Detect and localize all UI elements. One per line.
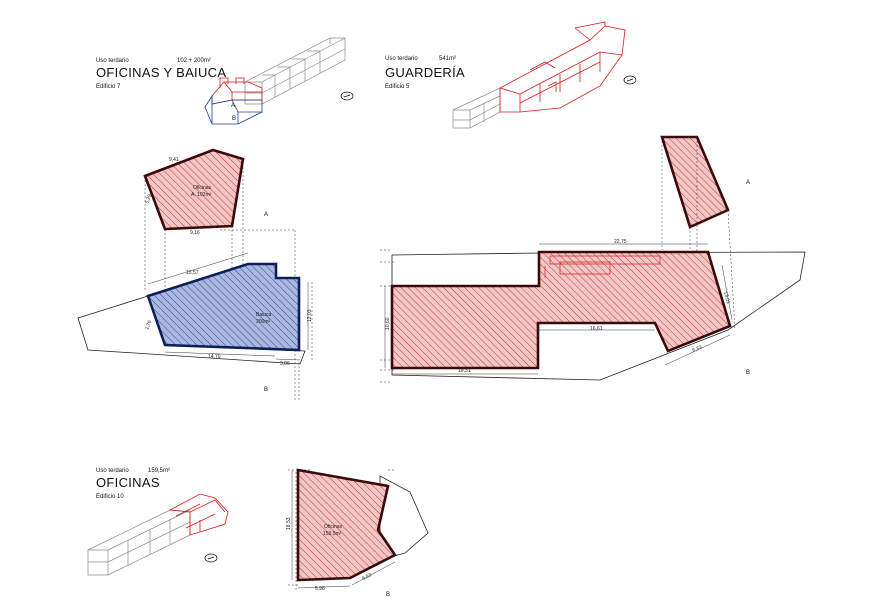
area-label: 159,5m² (148, 468, 170, 474)
building-title: OFICINAS (96, 475, 160, 490)
dim-a-left: 5,29 (144, 193, 153, 204)
plan-oficinas (296, 468, 397, 582)
dimension-lines-1 (147, 252, 309, 361)
plan-a-area: A. 102m² (191, 192, 212, 198)
dim-bottom: 5,98 (315, 586, 325, 592)
plan-b-area: 200m² (256, 319, 271, 325)
plan-label-b: B (386, 592, 390, 598)
dim-right: 13,01 (722, 291, 731, 305)
north-arrow-icon (204, 553, 218, 563)
plan-baiuca-b (146, 262, 301, 352)
iso-label-b: B (232, 116, 236, 122)
plan-label-b: B (746, 370, 750, 376)
dimension-lines-3 (291, 470, 396, 589)
plan-label-a: A (746, 180, 750, 186)
building-number: Edificio 7 (96, 84, 121, 90)
dim-b-right-bottom: 3,06 (280, 361, 290, 367)
projection-lines-1 (144, 159, 313, 400)
plan-oficinas-a (143, 148, 245, 231)
dim-middle: 16,61 (590, 326, 603, 332)
plan-name: Oficinas (324, 524, 343, 530)
plan-guarderia-main (390, 250, 732, 370)
dim-top: 22,75 (614, 239, 627, 245)
dim-b-left: 1,76 (144, 319, 153, 330)
building-number: Edificio 10 (96, 494, 124, 500)
plan-a-name: Oficinas (193, 185, 212, 191)
dim-bottom: 19,31 (458, 368, 471, 374)
use-label: Uso terdario (385, 56, 418, 62)
block-oficinas: Uso terdario 159,5m² OFICINAS Edificio 1… (87, 468, 429, 598)
dimension-lines-2 (384, 243, 733, 375)
iso-label-a: A (231, 103, 235, 109)
building-number: Edificio 5 (385, 84, 410, 90)
isometric-volume-guarderia (499, 21, 626, 113)
area-label: 102 + 200m² (177, 58, 211, 64)
isometric-volume-oficinas (168, 493, 229, 536)
dim-b-top: 13,57 (186, 270, 199, 276)
dim-left: 18,53 (286, 517, 292, 530)
interior-lines (544, 255, 661, 278)
isometric-volume-b (204, 94, 263, 125)
isometric-model (452, 87, 501, 129)
dim-right-bottom: 6,33 (692, 345, 703, 354)
dim-bottom-right: 6,53 (361, 572, 373, 582)
use-label: Uso terdario (96, 468, 129, 474)
dim-left: 10,60 (385, 317, 391, 330)
block-oficinas-baiuca: Uso terdario 102 + 200m² OFICINAS Y BAIU… (77, 37, 354, 400)
north-arrow-icon (340, 91, 354, 101)
area-label: 541m² (439, 56, 456, 62)
dim-b-bottom: 14,70 (208, 354, 221, 360)
north-arrow-icon (623, 75, 637, 85)
plan-b-name: Baiuca (256, 312, 272, 318)
plan-label-a: A (264, 212, 268, 218)
dim-b-right: 12,03 (307, 309, 313, 322)
plan-guarderia-a (660, 135, 730, 229)
dim-a-top: 9,41 (169, 157, 179, 163)
dim-a-bottom: 9,16 (190, 230, 200, 236)
plan-label-b: B (264, 387, 268, 393)
use-label: Uso terdario (96, 58, 129, 64)
isometric-model (244, 37, 346, 105)
building-title: OFICINAS Y BAIUCA (96, 65, 226, 80)
building-title: GUARDERÍA (385, 65, 465, 80)
plan-area: 159,5m² (323, 531, 342, 537)
isometric-model (87, 509, 191, 576)
projection-lines-3 (288, 469, 396, 590)
block-guarderia: Uso terdario 541m² GUARDERÍA Edificio 5 … (380, 21, 806, 383)
